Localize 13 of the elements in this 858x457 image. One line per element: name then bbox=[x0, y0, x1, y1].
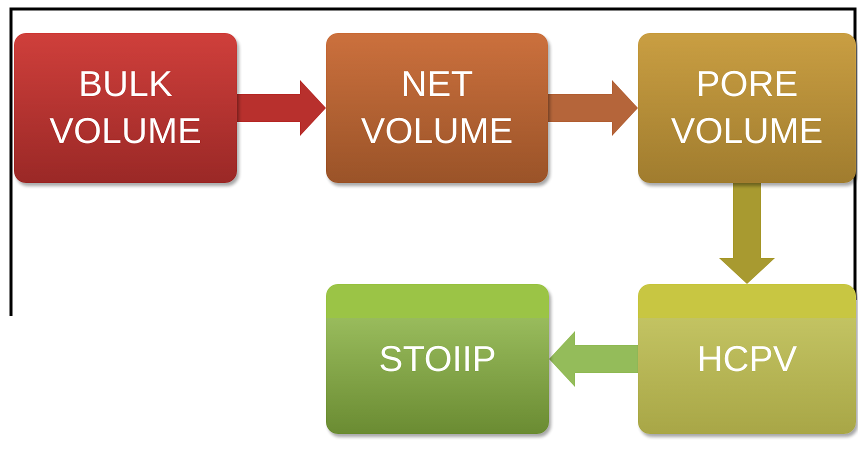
process-box bbox=[326, 284, 549, 434]
arrow bbox=[719, 183, 775, 284]
box-label: BULK VOLUME bbox=[48, 62, 203, 153]
process-box bbox=[638, 33, 856, 183]
box-label: STOIIP bbox=[378, 336, 496, 381]
arrow bbox=[237, 80, 326, 136]
box-label: PORE VOLUME bbox=[670, 62, 824, 153]
process-box bbox=[326, 33, 548, 183]
box-label: NET VOLUME bbox=[360, 62, 514, 153]
process-box bbox=[638, 284, 856, 434]
box-label: HCPV bbox=[696, 336, 798, 381]
arrow bbox=[548, 80, 638, 136]
process-box bbox=[14, 33, 237, 183]
